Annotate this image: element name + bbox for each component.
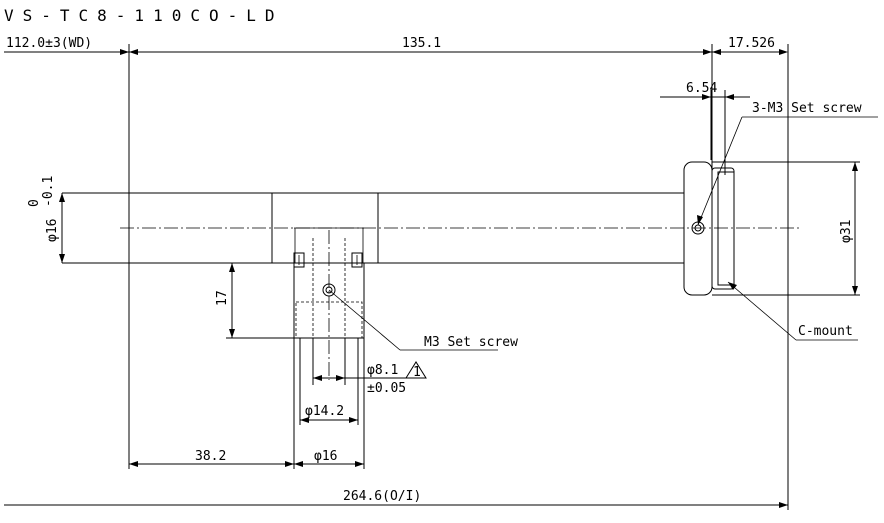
length-654-label: 6.54 bbox=[686, 81, 717, 96]
dim-17 bbox=[226, 262, 294, 339]
dim-phi16-tube bbox=[59, 192, 129, 264]
dim-phi16-bottom bbox=[129, 338, 365, 469]
phi-16-bottom-label: φ16 bbox=[314, 449, 337, 464]
callout-c-mount: C-mount bbox=[798, 324, 853, 339]
top-dimension-lines bbox=[4, 44, 789, 510]
tol-lower-label: -0.1 bbox=[41, 176, 56, 207]
tol-005-label: ±0.05 bbox=[367, 381, 406, 396]
total-length-label: 264.6(O/I) bbox=[343, 489, 421, 504]
length-135-label: 135.1 bbox=[402, 36, 441, 51]
c-mount-head bbox=[683, 161, 735, 296]
callout-3m3-set-screw: 3-M3 Set screw bbox=[752, 101, 862, 116]
phi-8-1-label: φ8.1 bbox=[367, 363, 398, 378]
wd-dimension-label: 112.0±3(WD) bbox=[6, 36, 92, 51]
length-382-label: 38.2 bbox=[195, 449, 226, 464]
dia-31-label: φ31 bbox=[839, 220, 854, 243]
dim-phi31 bbox=[712, 161, 860, 296]
note-mark-label: 1 bbox=[413, 365, 421, 380]
dim-total bbox=[4, 502, 788, 508]
dim-phi14-2 bbox=[299, 338, 359, 425]
length-17526-label: 17.526 bbox=[728, 36, 775, 51]
tol-upper-label: 0 bbox=[27, 199, 42, 207]
callout-leaders bbox=[328, 116, 878, 351]
dim-654 bbox=[660, 90, 750, 175]
phi-14-2-label: φ14.2 bbox=[305, 404, 344, 419]
lower-branch bbox=[293, 227, 365, 380]
height-17-label: 17 bbox=[215, 290, 230, 306]
dim-phi8-1 bbox=[312, 338, 427, 385]
dia-16-tube-label: φ16 bbox=[45, 219, 60, 242]
drawing-title: VS-TC8-110CO-LD bbox=[4, 6, 284, 25]
callout-m3-set-screw: M3 Set screw bbox=[424, 335, 518, 350]
